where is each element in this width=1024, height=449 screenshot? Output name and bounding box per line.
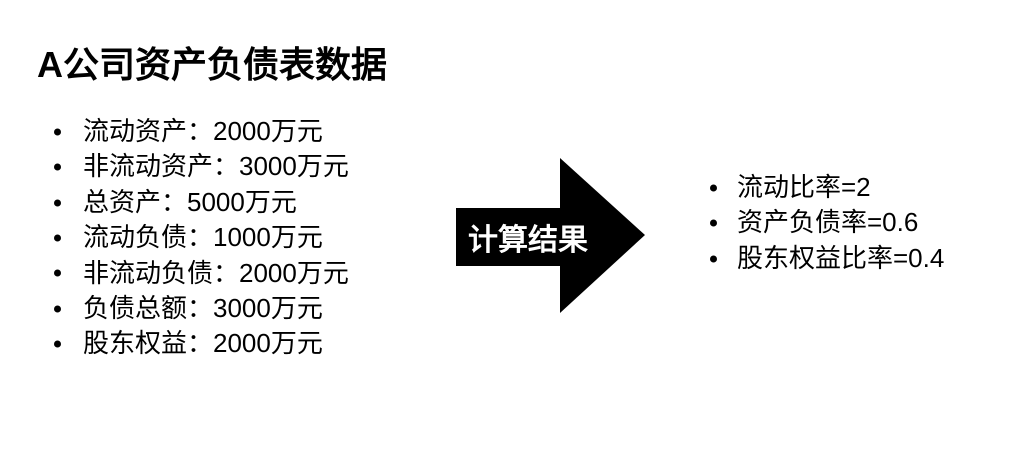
right-arrow-icon (456, 158, 645, 313)
bullet-icon (54, 163, 61, 171)
bullet-icon (710, 219, 717, 227)
list-item-text: 负债总额：3000万元 (83, 293, 323, 324)
bullet-icon (54, 269, 61, 277)
bullet-icon (54, 199, 61, 207)
list-item: 股东权益比率=0.4 (710, 241, 944, 276)
bullet-icon (54, 305, 61, 313)
list-item: 非流动负债：2000万元 (54, 256, 349, 291)
list-item: 股东权益：2000万元 (54, 326, 349, 361)
list-item: 流动比率=2 (710, 170, 944, 205)
calculation-arrow (456, 158, 646, 313)
page-title: A公司资产负债表数据 (37, 44, 387, 85)
list-item-text: 股东权益：2000万元 (83, 328, 323, 359)
list-item-text: 股东权益比率=0.4 (737, 242, 945, 273)
list-item-text: 非流动资产：3000万元 (83, 151, 349, 182)
results-list: 流动比率=2 资产负债率=0.6 股东权益比率=0.4 (710, 170, 944, 276)
list-item: 负债总额：3000万元 (54, 291, 349, 326)
bullet-icon (54, 340, 61, 348)
list-item: 资产负债率=0.6 (710, 205, 944, 240)
list-item-text: 流动负债：1000万元 (83, 222, 323, 253)
list-item: 流动负债：1000万元 (54, 220, 349, 255)
list-item: 总资产：5000万元 (54, 185, 349, 220)
bullet-icon (54, 128, 61, 136)
list-item-text: 资产负债率=0.6 (737, 207, 919, 238)
right-arrow-shape (456, 158, 645, 313)
list-item-text: 流动资产：2000万元 (83, 116, 323, 146)
bullet-icon (710, 255, 717, 263)
balance-sheet-list: 流动资产：2000万元 非流动资产：3000万元 总资产：5000万元 流动负债… (54, 114, 349, 362)
bullet-icon (710, 184, 717, 192)
bullet-icon (54, 234, 61, 242)
arrow-label: 计算结果 (468, 224, 588, 257)
list-item-text: 非流动负债：2000万元 (83, 257, 349, 288)
list-item-text: 总资产：5000万元 (83, 186, 297, 217)
list-item-text: 流动比率=2 (737, 172, 871, 202)
list-item: 流动资产：2000万元 (54, 114, 349, 149)
list-item: 非流动资产：3000万元 (54, 149, 349, 184)
